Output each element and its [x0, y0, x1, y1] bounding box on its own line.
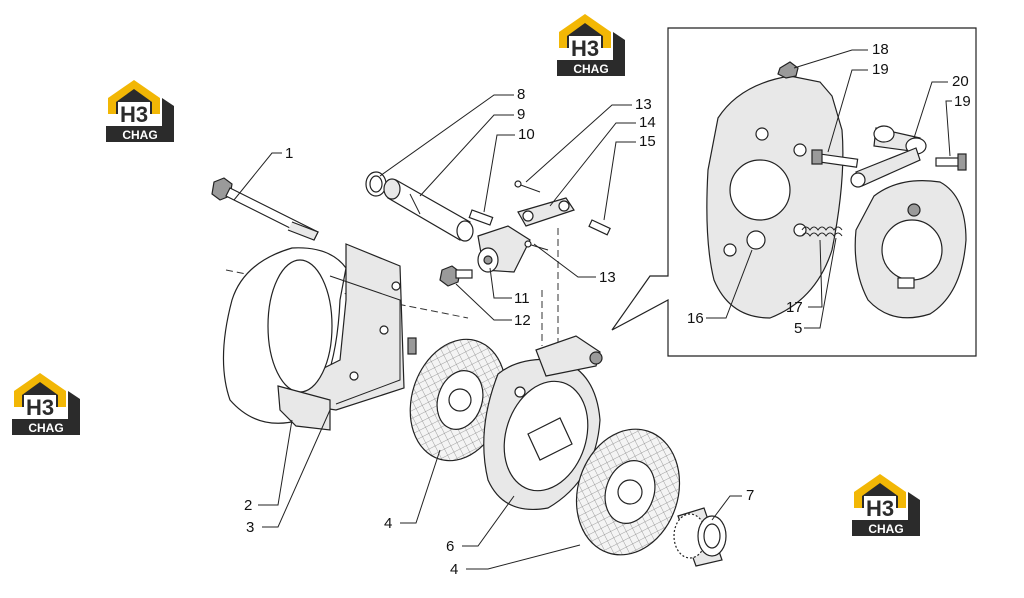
leader-16 [706, 249, 753, 319]
inset-right-disc [854, 180, 967, 319]
part-14-link-plate [517, 197, 575, 227]
leader-lines [233, 49, 952, 570]
leader-5 [804, 237, 837, 329]
logo-letters: H3 [571, 36, 599, 61]
logo-caption: CHAG [122, 128, 157, 142]
logo-watermark-4: H3 CHAG [852, 474, 920, 536]
leader-3 [262, 409, 331, 528]
leader-19a [827, 69, 868, 153]
part-12-bolt [439, 265, 473, 287]
inset-bolt-19-upper [811, 149, 859, 168]
callout-5: 5 [794, 320, 802, 337]
inset-ball-16 [746, 230, 766, 250]
logo-caption: CHAG [28, 421, 63, 435]
part-2-3-brake-housing [222, 243, 417, 431]
callout-4a: 4 [384, 515, 392, 532]
leader-12 [455, 283, 512, 321]
callout-4b: 4 [450, 561, 458, 578]
callout-13b: 13 [599, 269, 616, 286]
callout-1: 1 [285, 145, 293, 162]
part-8-o-ring [365, 171, 387, 197]
part-7-needle-bearing [673, 507, 727, 567]
callout-20: 20 [952, 73, 969, 90]
logo-watermark-2: H3 CHAG [557, 14, 625, 76]
logo-letters: H3 [26, 395, 54, 420]
part-6-disc-carrier [483, 335, 603, 510]
callout-3: 3 [246, 519, 254, 536]
leader-1 [233, 152, 282, 201]
leader-4b [466, 544, 581, 570]
logo-caption: CHAG [573, 62, 608, 76]
leader-6 [462, 495, 515, 547]
leader-17 [808, 239, 823, 308]
callout-7: 7 [746, 487, 754, 504]
callout-15: 15 [639, 133, 656, 150]
callout-8: 8 [517, 86, 525, 103]
leader-2 [258, 419, 293, 506]
leader-11 [489, 267, 512, 299]
detail-inset [611, 27, 977, 357]
logo-watermark-3: H3 CHAG [12, 373, 80, 435]
leader-9 [419, 114, 514, 197]
part-1-long-bolt [211, 177, 319, 241]
part-10-pin [468, 209, 494, 226]
leader-4a [400, 449, 441, 524]
leader-18 [793, 49, 868, 69]
inset-bolt-19-right [935, 153, 967, 171]
callout-16: 16 [687, 310, 704, 327]
part-4-friction-disc-right [575, 428, 681, 556]
callout-19a: 19 [872, 61, 889, 78]
logo-letters: H3 [866, 496, 894, 521]
leader-10 [483, 134, 515, 213]
callout-13a: 13 [635, 96, 652, 113]
logo-watermark-1: H3 CHAG [106, 80, 174, 142]
callout-labels: 1 2 3 4 4 6 7 8 9 10 11 12 13 13 14 15 1… [244, 41, 971, 578]
leader-7 [711, 495, 742, 521]
inset-nut-18 [777, 61, 799, 79]
part-13-cotter-pin-upper [514, 180, 541, 193]
leader-20 [913, 81, 948, 139]
leader-14 [549, 122, 636, 207]
callout-19b: 19 [954, 93, 971, 110]
inset-bracket-plate [706, 75, 844, 319]
leader-15 [603, 141, 636, 221]
callout-18: 18 [872, 41, 889, 58]
callout-10: 10 [518, 126, 535, 143]
callout-17: 17 [786, 299, 803, 316]
part-11-lever-block [477, 225, 531, 273]
logo-letters: H3 [120, 102, 148, 127]
logo-caption: CHAG [868, 522, 903, 536]
callout-6: 6 [446, 538, 454, 555]
part-15-pin [588, 219, 611, 236]
callout-14: 14 [639, 114, 656, 131]
callout-9: 9 [517, 106, 525, 123]
inset-link-lever-20 [850, 125, 927, 188]
leader-8 [379, 94, 514, 177]
callout-2: 2 [244, 497, 252, 514]
leader-13b [533, 243, 596, 278]
part-9-shaft [383, 178, 474, 242]
leader-19b [945, 100, 952, 157]
part-4-friction-disc-left [409, 338, 507, 462]
callout-11: 11 [514, 290, 530, 307]
callout-12: 12 [514, 312, 531, 329]
inset-spring-17 [801, 226, 843, 237]
leader-13a [525, 104, 632, 183]
